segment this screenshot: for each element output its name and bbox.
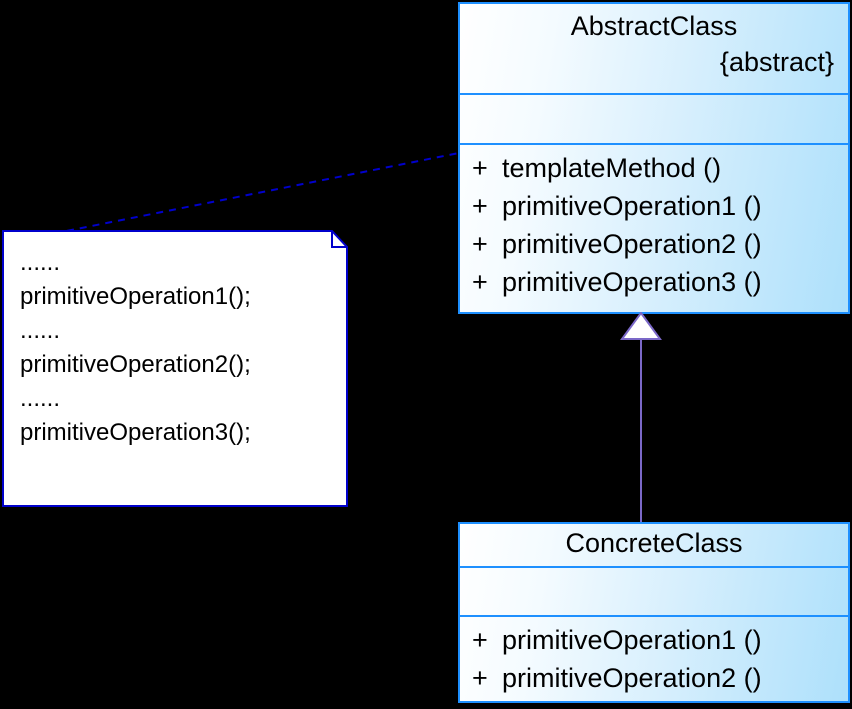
abstract-class-attributes-compartment	[460, 95, 848, 145]
note-line-2: primitiveOperation1();	[20, 283, 251, 310]
concrete-class-box[interactable]: ConcreteClass + primitiveOperation1 () +…	[458, 522, 850, 703]
note-fold-corner	[331, 231, 347, 248]
operation-signature: primitiveOperation2 ()	[502, 229, 762, 259]
note-outline	[2, 230, 348, 507]
operation-signature: primitiveOperation2 ()	[502, 663, 762, 693]
note-line-6: primitiveOperation3();	[20, 419, 251, 446]
operation-row[interactable]: + primitiveOperation1 ()	[460, 187, 848, 225]
operation-signature: primitiveOperation3 ()	[502, 267, 762, 297]
concrete-class-name-compartment: ConcreteClass	[460, 524, 848, 568]
operation-signature: templateMethod ()	[502, 153, 722, 183]
operation-visibility: +	[472, 267, 488, 297]
concrete-class-operations-compartment: + primitiveOperation1 () + primitiveOper…	[460, 617, 848, 701]
operation-signature: primitiveOperation1 ()	[502, 625, 762, 655]
abstract-class-operations-compartment: + templateMethod () + primitiveOperation…	[460, 145, 848, 312]
note-line-1: ......	[20, 249, 61, 276]
abstract-class-name: AbstractClass	[570, 11, 738, 41]
operation-visibility: +	[472, 663, 488, 693]
operation-visibility: +	[472, 229, 488, 259]
generalization-connector[interactable]	[620, 312, 662, 524]
note-line-5: ......	[20, 385, 61, 412]
operation-row[interactable]: + primitiveOperation2 ()	[460, 659, 848, 697]
note-box[interactable]: ...... primitiveOperation1(); ...... pri…	[2, 230, 348, 507]
operation-visibility: +	[472, 153, 488, 183]
operation-signature: primitiveOperation1 ()	[502, 191, 762, 221]
operation-visibility: +	[472, 625, 488, 655]
note-line-4: primitiveOperation2();	[20, 351, 251, 378]
note-shape	[2, 230, 348, 507]
concrete-class-name: ConcreteClass	[565, 528, 743, 558]
generalization-arrowhead-icon	[620, 312, 662, 340]
operation-row[interactable]: + templateMethod ()	[460, 149, 848, 187]
operation-row[interactable]: + primitiveOperation2 ()	[460, 225, 848, 263]
operation-visibility: +	[472, 191, 488, 221]
note-text-block: ...... primitiveOperation1(); ...... pri…	[20, 246, 330, 450]
note-line-3: ......	[20, 317, 61, 344]
abstract-class-stereotype: {abstract}	[719, 47, 834, 77]
operation-row[interactable]: + primitiveOperation1 ()	[460, 621, 848, 659]
abstract-class-name-compartment: AbstractClass {abstract}	[460, 4, 848, 95]
operation-row[interactable]: + primitiveOperation3 ()	[460, 263, 848, 301]
note-anchor-line-segment	[15, 151, 465, 242]
abstract-class-box[interactable]: AbstractClass {abstract} + templateMetho…	[458, 2, 850, 314]
concrete-class-attributes-compartment	[460, 568, 848, 617]
generalization-line	[640, 338, 642, 524]
